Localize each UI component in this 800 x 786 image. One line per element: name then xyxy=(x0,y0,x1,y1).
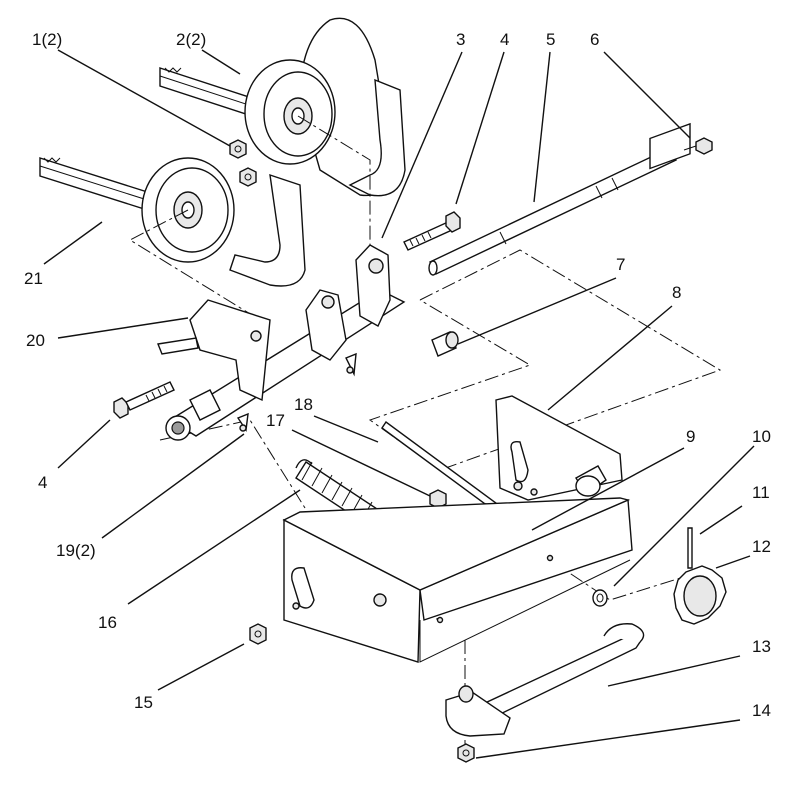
leader-3 xyxy=(381,51,463,239)
bracket-plate-part-8 xyxy=(495,395,623,501)
bracket-arm-middle xyxy=(305,289,347,361)
leader-9 xyxy=(531,447,685,531)
bolt-part-6 xyxy=(683,137,713,155)
leader-4-upper xyxy=(455,51,505,205)
bracket-part-20 xyxy=(157,299,271,402)
leader-7 xyxy=(457,277,617,345)
callout-3: 3 xyxy=(456,30,465,49)
center-line-knob xyxy=(549,559,691,601)
center-line-shaft xyxy=(368,249,722,471)
leader-12 xyxy=(715,555,751,569)
nut-part-15 xyxy=(249,623,267,645)
center-line-plate xyxy=(159,419,351,621)
leader-5 xyxy=(533,51,551,203)
callout-17: 17 xyxy=(266,411,285,430)
bracket-part-3 xyxy=(355,244,391,327)
leader-17 xyxy=(291,429,431,497)
mounting-plate xyxy=(282,497,633,663)
callout-6: 6 xyxy=(590,30,599,49)
leader-4-lower xyxy=(57,419,111,469)
callout-12: 12 xyxy=(752,537,771,556)
callout-4-lower: 4 xyxy=(38,473,47,492)
leader-19 xyxy=(101,433,245,539)
callout-21: 21 xyxy=(24,269,43,288)
nut-part-1-upper xyxy=(229,139,247,159)
callout-11: 11 xyxy=(752,483,770,502)
leader-1 xyxy=(57,49,231,147)
pulley-upper xyxy=(244,59,336,165)
callout-2: 2(2) xyxy=(176,30,206,49)
center-line-pulley-upper xyxy=(297,115,371,250)
rod-part-13 xyxy=(468,623,645,721)
nut-part-1-lower xyxy=(239,167,257,187)
callout-4-upper: 4 xyxy=(500,30,509,49)
leader-21 xyxy=(43,221,103,265)
callout-8: 8 xyxy=(672,283,681,302)
idler-arm-assembly xyxy=(165,289,406,441)
leader-15 xyxy=(157,643,245,691)
leader-8 xyxy=(547,305,673,411)
leader-16 xyxy=(127,489,301,605)
pin-part-7 xyxy=(431,331,459,357)
lever-base-part-13 xyxy=(445,685,511,737)
leader-13 xyxy=(607,655,741,687)
leader-10 xyxy=(613,445,755,587)
callout-15: 15 xyxy=(134,693,153,712)
callout-9: 9 xyxy=(686,427,695,446)
callout-1: 1(2) xyxy=(32,30,62,49)
callout-5: 5 xyxy=(546,30,555,49)
callout-13: 13 xyxy=(752,637,771,656)
belt-loop-upper xyxy=(299,17,406,197)
pin-part-11 xyxy=(687,527,693,569)
belt-upper xyxy=(159,67,259,119)
leader-2 xyxy=(201,49,241,75)
callout-10: 10 xyxy=(752,427,771,446)
knob-part-12 xyxy=(673,565,727,625)
callout-18: 18 xyxy=(294,395,313,414)
bracket-part-6 xyxy=(649,122,691,170)
callout-14: 14 xyxy=(752,701,771,720)
callout-7: 7 xyxy=(616,255,625,274)
leader-20 xyxy=(57,317,189,339)
bolt-part-4-upper xyxy=(403,211,461,251)
belt-loop-lower xyxy=(229,173,306,287)
leader-18 xyxy=(313,415,379,443)
callout-19: 19(2) xyxy=(56,541,96,560)
clip-part-19-lower xyxy=(236,412,249,432)
bolt-part-4-lower xyxy=(113,381,175,419)
leader-6 xyxy=(603,51,691,139)
callout-20: 20 xyxy=(26,331,45,350)
nut-part-14 xyxy=(457,743,475,763)
pivot-shaft-part-5 xyxy=(428,147,677,276)
spacer-part-10 xyxy=(592,589,608,607)
leader-14 xyxy=(475,719,741,759)
callout-16: 16 xyxy=(98,613,117,632)
clip-part-19-upper xyxy=(345,352,357,377)
leader-11 xyxy=(699,505,743,535)
